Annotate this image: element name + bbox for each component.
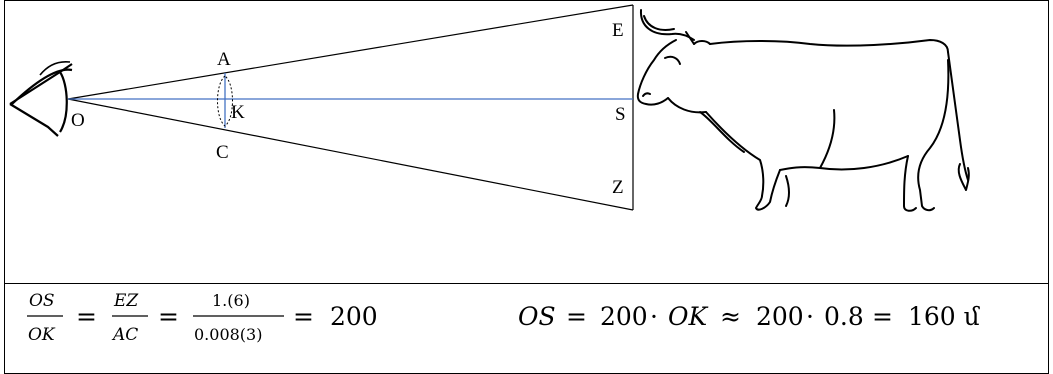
equals-5: = (872, 302, 893, 331)
equals-4: = (566, 302, 587, 331)
factor-200: 200 (600, 302, 648, 331)
frac3-denominator: 0.008(3) (194, 325, 262, 344)
formula-right: OS = 200 · OK ≈ 200 · 0.8 = 160 մ (518, 302, 981, 331)
eye-icon (9, 60, 73, 137)
label-S: S (615, 104, 626, 125)
label-O: O (71, 110, 85, 131)
frac1-denominator: OK (28, 325, 56, 345)
frac2-denominator: AC (111, 325, 138, 345)
line-OE (67, 4, 634, 100)
result-left: 200 (330, 302, 378, 331)
label-E: E (612, 20, 624, 41)
label-A: A (217, 49, 231, 70)
frac3-numerator: 1.(6) (212, 291, 250, 310)
factor-200-b: 200 (756, 302, 804, 331)
ok-label: OK (668, 302, 708, 331)
equals-3: = (293, 302, 314, 331)
frac1-numerator: OS (29, 291, 55, 311)
cdot-2: · (806, 302, 814, 331)
line-OZ (67, 98, 634, 211)
equals-2: = (158, 302, 179, 331)
label-Z: Z (612, 177, 624, 198)
approx-sign: ≈ (720, 302, 741, 331)
label-K: K (231, 102, 245, 123)
bull-icon (636, 9, 970, 212)
cdot-1: · (650, 302, 658, 331)
equals-1: = (76, 302, 97, 331)
formula-left: OS OK = EZ AC = 1.(6) 0.008(3) = 200 (27, 291, 378, 345)
value-08: 0.8 (824, 302, 864, 331)
label-C: C (216, 142, 229, 163)
os-label: OS (518, 302, 556, 331)
result-right: 160 մ (908, 302, 981, 331)
lens-ellipse (217, 75, 233, 127)
frac2-numerator: EZ (113, 291, 139, 311)
